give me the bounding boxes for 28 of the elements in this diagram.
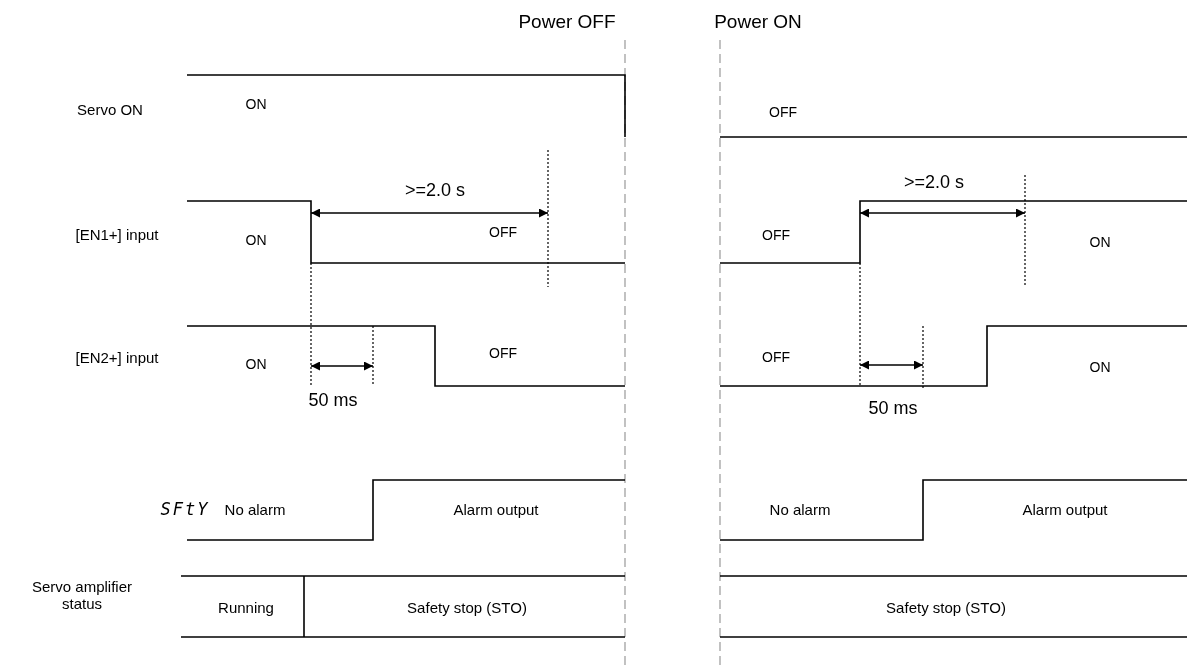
signal-name: SFtY <box>160 500 210 520</box>
state-label: ON <box>1089 233 1111 251</box>
signal-name: [EN2+] input <box>75 349 159 367</box>
state-label: OFF <box>762 348 790 366</box>
duration-label: >=2.0 s <box>904 171 964 193</box>
signal-name: Servo amplifier status <box>30 577 133 613</box>
state-label: OFF <box>489 344 517 362</box>
state-label: OFF <box>762 226 790 244</box>
signal-name: Servo ON <box>77 101 143 119</box>
state-label: Alarm output <box>453 501 539 519</box>
state-label: ON <box>245 355 267 373</box>
state-label: OFF <box>489 223 517 241</box>
state-label: No alarm <box>769 501 831 519</box>
duration-label: 50 ms <box>868 397 918 419</box>
state-label: Alarm output <box>1022 501 1108 519</box>
state-label: No alarm <box>224 501 286 519</box>
state-label: OFF <box>769 103 797 121</box>
state-label: ON <box>1089 358 1111 376</box>
state-label: Safety stop (STO) <box>407 599 527 617</box>
duration-label: >=2.0 s <box>405 179 465 201</box>
state-label: Safety stop (STO) <box>886 599 1006 617</box>
state-label: ON <box>245 231 267 249</box>
signal-name: [EN1+] input <box>75 226 159 244</box>
state-label: ON <box>245 95 267 113</box>
state-label: Running <box>218 599 274 617</box>
boundary-label: Power ON <box>714 11 802 33</box>
boundary-label: Power OFF <box>518 11 616 33</box>
duration-label: 50 ms <box>308 389 358 411</box>
